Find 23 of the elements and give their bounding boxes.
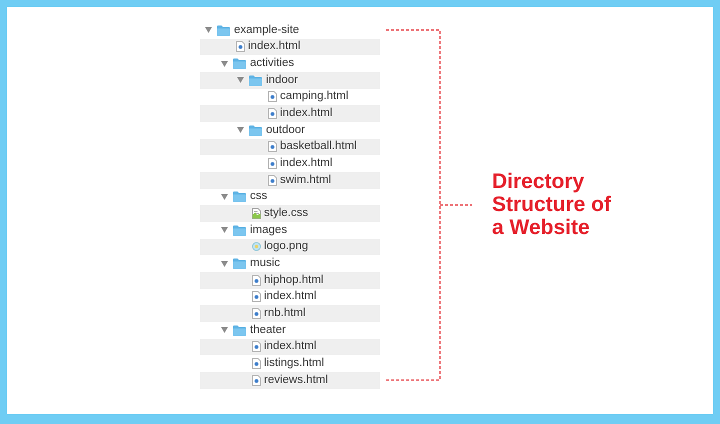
folder-name: indoor	[266, 74, 298, 87]
folder-name: activities	[250, 57, 294, 70]
file-name: index.html	[280, 157, 332, 170]
file-name: index.html	[264, 340, 316, 354]
file-name: index.html	[280, 107, 332, 120]
folder-name: outdoor	[266, 124, 306, 137]
file-name: hiphop.html	[264, 274, 324, 287]
file-name: reviews.html	[264, 374, 328, 387]
diagram-title: Directory Structure of a Website	[492, 170, 612, 239]
folder-name: theater	[250, 324, 286, 337]
file-name: camping.html	[280, 90, 348, 104]
file-name: listings.html	[264, 356, 324, 370]
folder-name: example-site	[234, 24, 300, 37]
file-name: swim.html	[280, 174, 332, 187]
file-name: style.css	[264, 207, 308, 220]
file-name: logo.png	[264, 240, 308, 254]
folder-name: images	[250, 224, 288, 237]
file-name: index.html	[248, 40, 300, 54]
folder-name: music	[250, 257, 280, 270]
file-name: basketball.html	[280, 140, 357, 154]
file-name: rnb.html	[264, 306, 306, 320]
file-name: index.html	[264, 290, 316, 304]
folder-name: css	[250, 190, 268, 204]
